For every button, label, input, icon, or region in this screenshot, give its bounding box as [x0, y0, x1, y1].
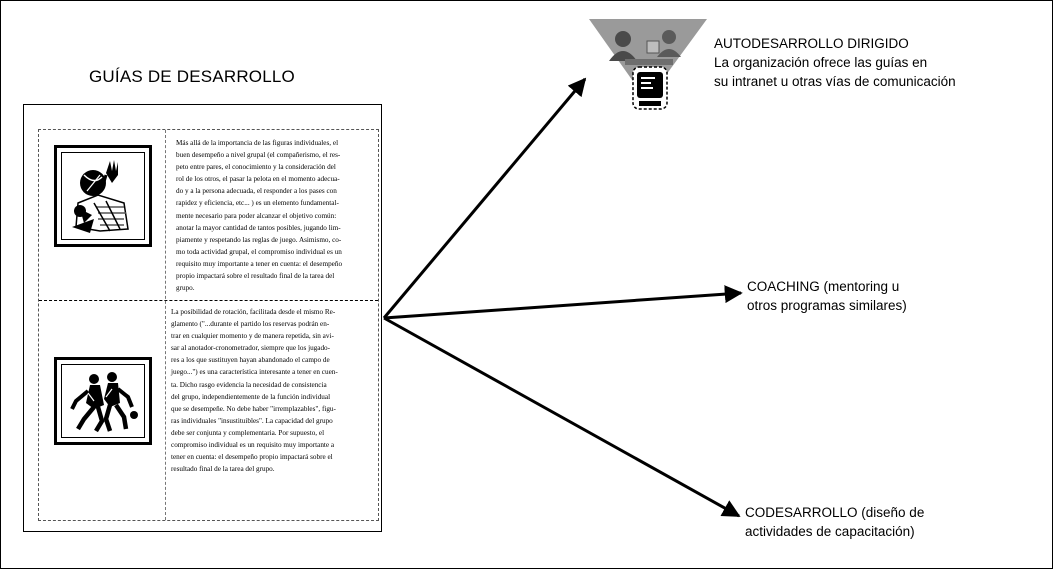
arrow-to-autodesarrollo — [382, 77, 587, 319]
label-coaching-line2: otros programas similares) — [747, 298, 907, 313]
label-coaching-line1: COACHING (mentoring u — [747, 279, 900, 294]
basketball-players-icon — [54, 357, 152, 445]
label-autodesarrollo-line3: su intranet u otras vías de comunicación — [714, 74, 956, 89]
column-divider — [165, 130, 166, 520]
section-divider — [39, 300, 378, 301]
label-autodesarrollo-title: AUTODESARROLLO DIRIGIDO — [714, 36, 909, 51]
paragraph-teamwork: Más allá de la importancia de las figura… — [176, 139, 343, 293]
basketball-player-icon — [54, 145, 152, 247]
label-autodesarrollo-line2: La organización ofrece las guías en — [714, 55, 928, 70]
label-codesarrollo-line2: actividades de capacitación) — [745, 524, 915, 539]
document-content-box: Más allá de la importancia de las figura… — [38, 129, 379, 521]
arrow-to-coaching — [383, 285, 743, 320]
label-codesarrollo-line1: CODESARROLLO (diseño de — [745, 505, 925, 520]
paragraph-rotation: La posibilidad de rotación, facilitada d… — [171, 308, 338, 474]
meeting-computer-icon — [589, 19, 707, 110]
document-sheet: Más allá de la importancia de las figura… — [23, 104, 382, 532]
label-codesarrollo: CODESARROLLO (diseño de actividades de c… — [745, 503, 924, 541]
label-autodesarrollo: AUTODESARROLLO DIRIGIDO La organización … — [714, 34, 956, 91]
arrow-to-codesarrollo — [383, 316, 741, 518]
page-title: GUÍAS DE DESARROLLO — [89, 67, 295, 86]
label-coaching: COACHING (mentoring u otros programas si… — [747, 277, 907, 315]
